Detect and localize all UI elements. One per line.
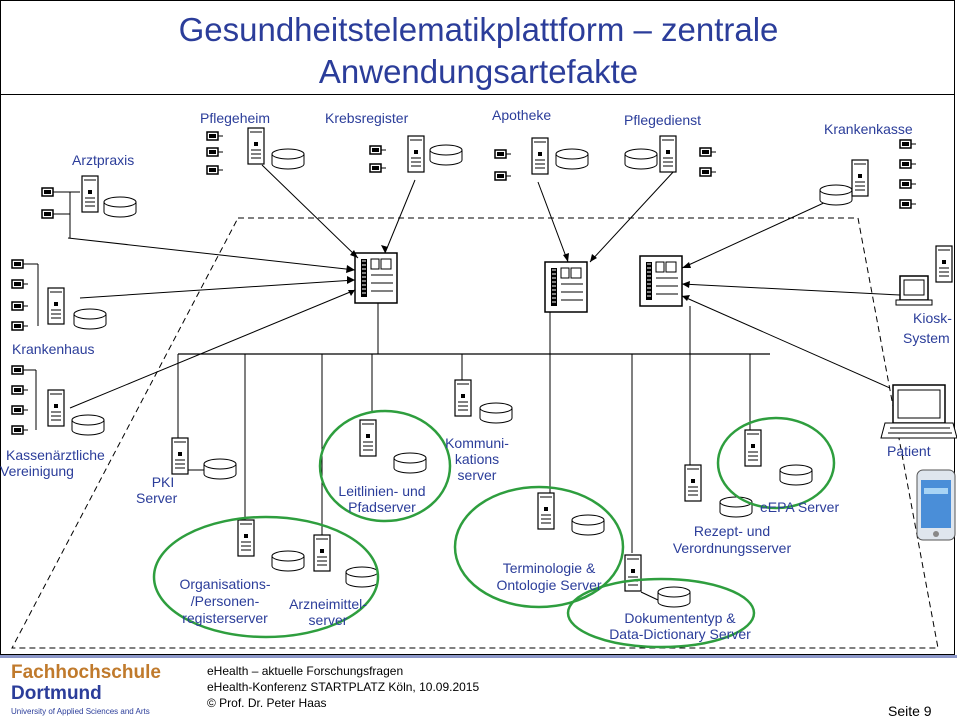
label-kv-line2: Vereinigung: [0, 463, 74, 479]
apotheke-cluster: [494, 137, 589, 181]
label-org-line3: registerserver: [182, 610, 268, 626]
eepa-server-icon: [744, 429, 813, 486]
kv-cluster: [11, 365, 105, 436]
label-leitlinien-line1: Leitlinien- und: [338, 483, 426, 499]
label-apotheke: Apotheke: [492, 107, 552, 123]
label-doku-line1: Dokumententyp &: [624, 610, 736, 626]
label-pflegedienst: Pflegedienst: [624, 112, 702, 128]
highlight-dokumententyp: [566, 577, 756, 649]
header-divider: [1, 94, 954, 95]
label-krebsregister: Krebsregister: [325, 110, 409, 126]
label-pki-line1: PKI: [151, 474, 175, 490]
label-leitlinien-line2: Pfadserver: [348, 499, 416, 515]
krankenkasse-cluster: [819, 139, 917, 209]
smartphone: [916, 469, 956, 541]
kommunikation-server-icon: [454, 379, 513, 424]
label-kiosk-line1: Kiosk-: [913, 310, 952, 326]
label-org-line2: /Personen-: [190, 593, 260, 609]
slide-title-line2: Anwendungsartefakte: [318, 53, 639, 90]
label-rezept-line1: Rezept- und: [693, 523, 771, 539]
label-doku-line2: Data-Dictionary Server: [609, 626, 751, 642]
label-arztpraxis: Arztpraxis: [72, 152, 135, 168]
org-server-icon: [237, 519, 305, 572]
highlight-ellipses: [152, 409, 836, 649]
hub-server-middle: [544, 261, 588, 313]
leitlinien-server-icon: [359, 419, 427, 474]
label-org-line1: Organisations-: [179, 576, 271, 592]
hub-server-right: [639, 255, 683, 307]
highlight-terminologie: [453, 485, 625, 609]
label-eepa: eEPA Server: [760, 499, 840, 515]
footer-line1: eHealth – aktuelle Forschungsfragen: [207, 664, 404, 678]
label-komm-line2: kations: [454, 451, 500, 467]
slide-frame: [0, 0, 955, 655]
label-arznei-line1: Arzneimittel-: [289, 596, 367, 612]
logo-dortmund: Dortmund: [11, 683, 102, 704]
platform-boundary: [11, 217, 939, 649]
label-kv-line1: Kassenärztliche: [6, 447, 105, 463]
footer-divider: [0, 655, 957, 658]
logo-fachhochschule: Fachhochschule: [11, 662, 161, 683]
page-number: Seite 9: [888, 703, 932, 719]
network-diagram: [11, 127, 957, 649]
highlight-leitlinien: [318, 409, 452, 523]
label-termino-line2: Ontologie Server: [496, 577, 602, 593]
label-krankenkasse: Krankenkasse: [824, 121, 913, 137]
logo-subtitle: University of Applied Sciences and Arts: [11, 707, 150, 716]
kiosk-system: [895, 245, 953, 306]
highlight-org-arznei: [152, 515, 380, 639]
label-krankenhaus: Krankenhaus: [12, 341, 95, 357]
label-pki-line2: Server: [136, 490, 178, 506]
pflegedienst-cluster: [624, 135, 717, 177]
footer-line2: eHealth-Konferenz STARTPLATZ Köln, 10.09…: [207, 680, 480, 694]
label-termino-line1: Terminologie &: [502, 560, 596, 576]
pki-server-icon: [171, 437, 237, 480]
krankenhaus-cluster: [11, 259, 107, 331]
highlight-eepa: [716, 416, 836, 510]
patient-laptop: [880, 384, 957, 439]
arztpraxis-cluster: [41, 175, 137, 238]
label-komm-line1: Kommuni-: [445, 435, 509, 451]
footer-line3: © Prof. Dr. Peter Haas: [207, 696, 327, 710]
arznei-server-icon: [313, 534, 379, 588]
krebsregister-cluster: [369, 135, 463, 173]
label-patient: Patient: [887, 443, 931, 459]
hub-server-left: [354, 252, 398, 304]
label-komm-line3: server: [457, 467, 497, 483]
termino-server-icon: [537, 492, 605, 536]
label-pflegeheim: Pflegeheim: [200, 110, 271, 126]
label-arznei-line2: server: [308, 612, 348, 628]
label-kiosk-line2: System: [903, 330, 950, 346]
slide-title-line1: Gesundheitstelematikplattform – zentrale: [178, 11, 779, 48]
label-rezept-line2: Verordnungsserver: [672, 540, 792, 556]
pflegeheim-cluster: [206, 127, 305, 175]
